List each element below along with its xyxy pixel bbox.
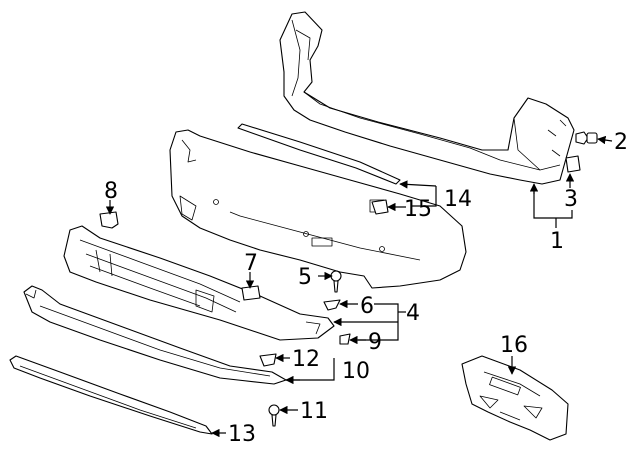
callout-5: 5 (298, 265, 312, 290)
callout-8: 8 (104, 179, 118, 204)
callout-16: 16 (500, 333, 528, 358)
callout-1: 1 (550, 229, 564, 254)
callout-12: 12 (292, 347, 320, 372)
callout-3: 3 (564, 187, 578, 212)
callout-13: 13 (228, 422, 256, 447)
part-11-bolt (268, 404, 280, 427)
leader-2 (597, 135, 613, 145)
callout-11: 11 (300, 399, 328, 424)
callout-15: 15 (404, 197, 432, 222)
leader-14-arrow (399, 180, 437, 189)
part-2-bolt (575, 131, 598, 145)
leader-14 (412, 186, 437, 207)
leader-1 (533, 186, 573, 219)
part-5-bolt (330, 270, 342, 293)
part-13-trim-strip (9, 355, 213, 435)
part-6-clip (323, 299, 341, 311)
part-1-bumper-reinforcement (279, 11, 575, 185)
part-15-clip (371, 199, 389, 215)
part-10-lower-molding (23, 285, 287, 385)
part-8-clip (99, 211, 119, 229)
callout-labels: 2 3 1 14 15 8 7 5 6 4 9 12 10 11 13 16 (104, 130, 628, 447)
lower-grille (63, 225, 335, 341)
callout-4: 4 (406, 301, 420, 326)
part-9-clip (339, 333, 351, 345)
callout-9: 9 (368, 330, 382, 355)
callout-10: 10 (342, 359, 370, 384)
callout-6: 6 (360, 294, 374, 319)
callout-7: 7 (244, 251, 258, 276)
leader-lines (105, 135, 613, 438)
part-3-clip (565, 155, 581, 173)
callout-2: 2 (614, 130, 628, 155)
part-16-license-bracket (461, 355, 569, 441)
part-7-clip (241, 285, 261, 301)
callout-14: 14 (444, 187, 472, 212)
leader-10 (286, 358, 335, 381)
part-14-seal-strip (237, 123, 401, 185)
part-12-clip (259, 353, 277, 367)
bumper-cover (169, 129, 467, 289)
